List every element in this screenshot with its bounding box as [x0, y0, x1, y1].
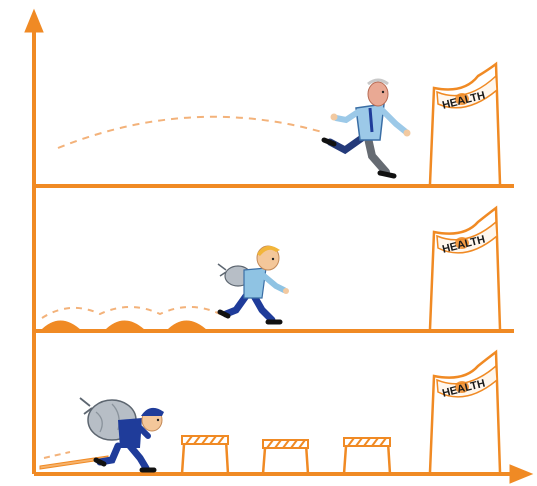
hurdle [263, 440, 308, 474]
bump [166, 321, 208, 332]
bumps [40, 321, 208, 332]
hurdles [182, 436, 390, 474]
lane-3: HEALTH [40, 352, 500, 474]
flag-icon: HEALTH [430, 64, 500, 184]
older-runner [324, 80, 411, 176]
flag-icon: HEALTH [430, 208, 500, 329]
boy-runner [218, 246, 289, 322]
hurdle [182, 436, 228, 474]
bump [104, 321, 146, 332]
lane-1: HEALTH [58, 64, 500, 184]
hurdle [344, 438, 390, 474]
bump [40, 321, 82, 332]
arrow-right-icon [510, 465, 532, 483]
jump-trajectory [58, 117, 322, 148]
run-trajectory [42, 307, 220, 318]
lane-2: HEALTH [40, 208, 500, 331]
arrow-up-icon [25, 10, 43, 32]
flag-icon: HEALTH [430, 352, 500, 472]
